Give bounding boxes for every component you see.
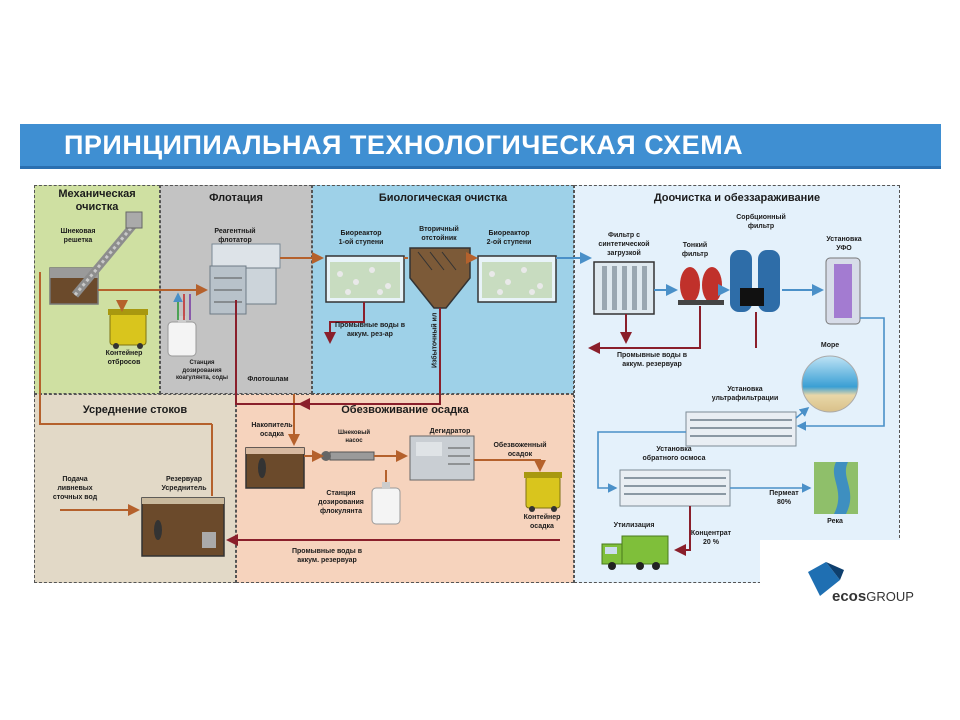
label-sludge-storage: Накопитель осадка: [251, 422, 293, 438]
sludge-container-icon: [524, 472, 562, 512]
label-permeate: Пермеат 80%: [769, 490, 799, 506]
label-bioreactor-1: Биореактор 1-ой ступени: [338, 230, 384, 246]
label-secondary-clarifier: Вторичный отстойник: [419, 226, 459, 242]
label-dewatered-sludge: Обезвоженный осадок: [493, 442, 547, 458]
logo-wordmark: ecosGROUP: [832, 588, 914, 605]
label-sorption-filter: Сорбционный фильтр: [736, 214, 786, 230]
synthetic-filter-icon: [593, 261, 655, 315]
sorption-filter-icon: [730, 250, 780, 312]
fine-filter-icon: [678, 267, 724, 305]
label-river: Река: [827, 518, 843, 525]
label-screw-pump: Шнековый насос: [337, 430, 371, 444]
water-flow-lines: [39, 252, 824, 516]
sludge-flow-lines: [226, 300, 757, 556]
section-title-biological: Биологическая очистка: [378, 192, 508, 204]
dosing-tank-icon: [167, 316, 197, 357]
label-flocculant-station: Станция дозирования флокулянта: [318, 490, 364, 515]
river-image: [814, 462, 858, 514]
label-sea: Море: [820, 342, 840, 349]
logo-suffix: GROUP: [866, 589, 914, 604]
screw-screen-icon: [49, 211, 143, 305]
label-wash-water-dewatering: Промывные воды в аккум. резервуар: [291, 548, 363, 564]
garbage-truck-icon: [601, 535, 669, 570]
section-title-mechanical: Механическая очистка: [58, 188, 136, 213]
label-dosing-station: Станция дозирования коагулянта, соды: [175, 360, 229, 381]
label-synthetic-filter: Фильтр с синтетической загрузкой: [598, 232, 650, 257]
label-fine-filter: Тонкий фильтр: [681, 242, 709, 258]
section-title-flotation: Флотация: [209, 192, 263, 204]
label-disposal: Утилизация: [613, 522, 655, 529]
label-equalization-tank: Резервуар Усреднитель: [161, 476, 207, 492]
label-ultrafiltration: Установка ультрафильтрации: [711, 386, 779, 402]
label-wash-water-bio: Промывные воды в аккум. рез-ар: [334, 322, 406, 338]
section-title-equalization: Усреднение стоков: [82, 404, 188, 416]
label-storm-water: Подача ливневых сточных вод: [52, 476, 98, 501]
label-uv-unit: Установка УФО: [826, 236, 862, 252]
waste-container-icon: [108, 309, 148, 349]
sea-image: [801, 355, 859, 413]
label-flotation-sludge: Флотошлам: [247, 376, 289, 383]
clean-flow-lines: [597, 317, 885, 493]
label-bioreactor-2: Биореактор 2-ой ступени: [486, 230, 532, 246]
section-title-dewatering: Обезвоживание осадка: [341, 404, 469, 416]
section-title-post-treatment: Доочистка и обеззараживание: [653, 192, 821, 204]
logo-main: ecos: [832, 588, 867, 605]
sludge-storage-icon: [245, 447, 305, 489]
title-bar: [20, 124, 941, 169]
label-reverse-osmosis: Установка обратного осмоса: [642, 446, 706, 462]
bioreactor-2-icon: [477, 255, 557, 303]
page-title: ПРИНЦИПИАЛЬНАЯ ТЕХНОЛОГИЧЕСКАЯ СХЕМА: [64, 130, 744, 160]
label-sludge-container: Контейнер осадка: [523, 514, 561, 530]
flocculant-tank-icon: [371, 482, 401, 525]
dehydrator-icon: [409, 435, 475, 481]
bioreactor-1-icon: [325, 255, 405, 303]
label-wash-water-post: Промывные воды в аккум. резервуар: [616, 352, 688, 368]
ultrafiltration-icon: [685, 411, 797, 447]
label-reagent-flotator: Реагентный флотатор: [214, 228, 256, 244]
label-concentrate: Концентрат 20 %: [690, 530, 732, 546]
reverse-osmosis-icon: [619, 469, 731, 507]
label-screw-screen: Шнековая решетка: [60, 228, 96, 244]
label-dehydrator: Дегидратор: [429, 428, 471, 435]
uv-unit-icon: [825, 257, 861, 325]
label-waste-container: Контейнер отбросов: [105, 350, 143, 366]
equalization-tank-icon: [141, 497, 225, 557]
secondary-clarifier-icon: [409, 247, 471, 309]
flotator-icon: [209, 243, 281, 315]
